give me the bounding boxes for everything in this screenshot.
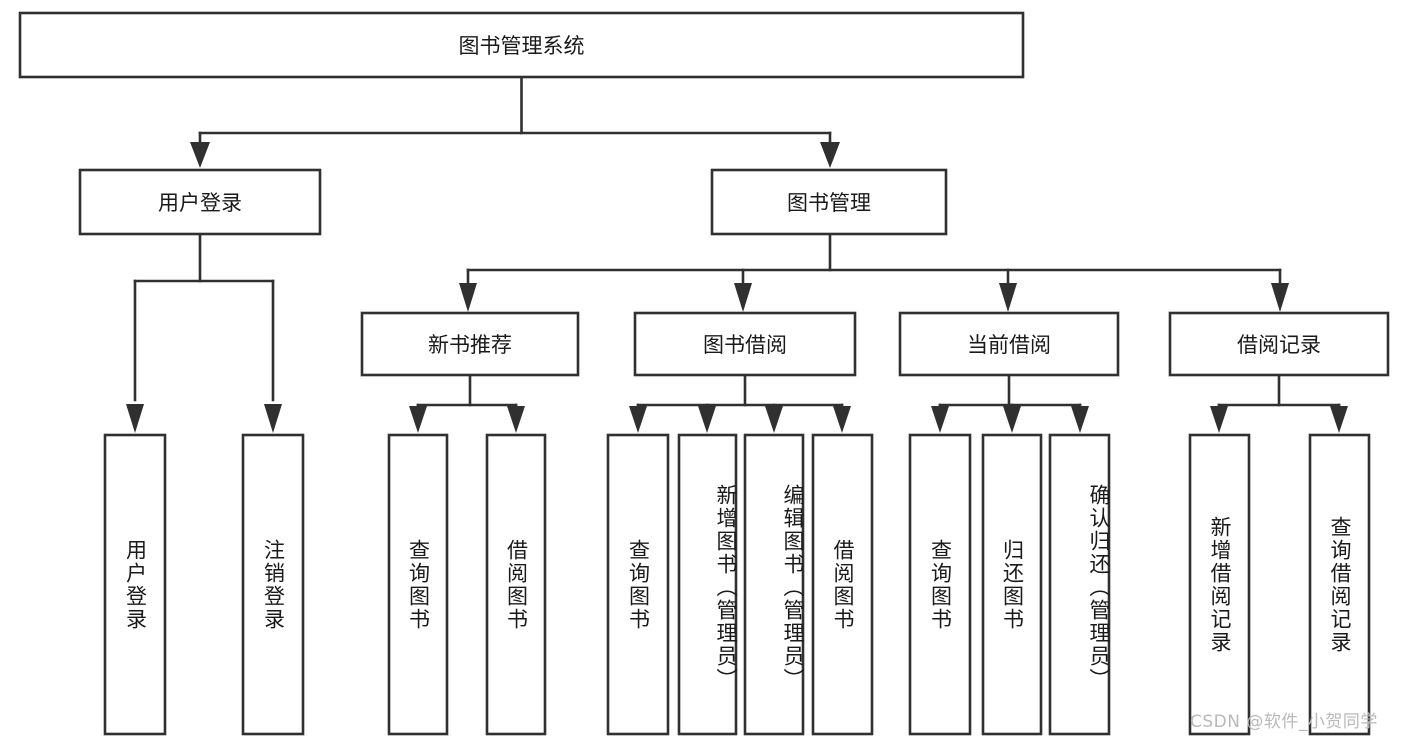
node-user-login-box[interactable] <box>78 168 322 236</box>
node-root-box[interactable] <box>18 11 1025 79</box>
leaf-box-group <box>103 433 1371 736</box>
csdn-watermark: CSDN @软件_小贺同学 <box>1190 712 1378 732</box>
node-new-book-recommend[interactable]: 新书推荐 <box>360 311 580 377</box>
arrowhead-book-borrow <box>734 283 752 312</box>
leaf-box-edit-book[interactable] <box>743 433 805 736</box>
node-borrow-record-box[interactable] <box>1168 311 1390 377</box>
leaf-box-confirm-return[interactable] <box>1048 433 1111 736</box>
arrowhead-leaf-borrow-book-2 <box>833 406 851 433</box>
node-book-management-label: 图书管理 <box>787 191 871 215</box>
leaf-box-user-login[interactable] <box>103 433 167 736</box>
node-book-borrow[interactable]: 图书借阅 <box>633 311 857 377</box>
node-book-management[interactable]: 图书管理 <box>710 168 948 236</box>
connector-group <box>126 75 1348 433</box>
arrowhead-leaf-confirm-return <box>1071 406 1089 433</box>
arrowhead-leaf-add-record <box>1210 406 1228 433</box>
arrowhead-leaf-borrow-book-1 <box>507 406 525 433</box>
node-current-borrow-box[interactable] <box>898 311 1120 377</box>
arrowhead-current-borrow <box>999 283 1017 312</box>
arrowhead-leaf-query-book-3 <box>931 406 949 433</box>
node-new-book-recommend-box[interactable] <box>360 311 580 377</box>
arrowhead-leaf-return-book <box>1003 406 1021 433</box>
node-borrow-record-label: 借阅记录 <box>1237 333 1321 357</box>
leaf-box-borrow-book-2[interactable] <box>811 433 874 736</box>
leaf-box-query-record[interactable] <box>1308 433 1371 736</box>
arrowhead-book-mgmt <box>820 142 840 168</box>
arrowhead-leaf-user-login <box>126 404 144 433</box>
leaf-box-add-record[interactable] <box>1188 433 1251 736</box>
node-user-login-label: 用户登录 <box>158 191 242 215</box>
node-root[interactable]: 图书管理系统 <box>18 11 1025 79</box>
leaf-box-query-book-1[interactable] <box>387 433 449 736</box>
leaf-box-logout[interactable] <box>241 433 305 736</box>
arrowhead-leaf-logout <box>264 404 282 433</box>
arrowhead-borrow-record <box>1271 283 1289 312</box>
arrowhead-user-login <box>190 142 210 168</box>
node-user-login[interactable]: 用户登录 <box>78 168 322 236</box>
node-current-borrow-label: 当前借阅 <box>967 333 1051 357</box>
node-new-book-recommend-label: 新书推荐 <box>428 333 512 357</box>
node-borrow-record[interactable]: 借阅记录 <box>1168 311 1390 377</box>
arrowhead-leaf-add-book <box>698 406 716 433</box>
arrowhead-leaf-query-record <box>1330 406 1348 433</box>
node-book-borrow-box[interactable] <box>633 311 857 377</box>
leaf-box-borrow-book-1[interactable] <box>485 433 547 736</box>
node-current-borrow[interactable]: 当前借阅 <box>898 311 1120 377</box>
arrowhead-leaf-edit-book <box>765 406 783 433</box>
node-book-management-box[interactable] <box>710 168 948 236</box>
leaf-box-add-book[interactable] <box>677 433 738 736</box>
arrowhead-new-book-rec <box>459 283 477 312</box>
node-book-borrow-label: 图书借阅 <box>703 333 787 357</box>
arrowhead-leaf-query-book-1 <box>409 406 427 433</box>
leaf-box-query-book-3[interactable] <box>908 433 972 736</box>
node-root-label: 图书管理系统 <box>459 34 585 58</box>
leaf-box-return-book[interactable] <box>981 433 1043 736</box>
leaf-box-query-book-2[interactable] <box>606 433 670 736</box>
arrowhead-leaf-query-book-2 <box>629 406 647 433</box>
